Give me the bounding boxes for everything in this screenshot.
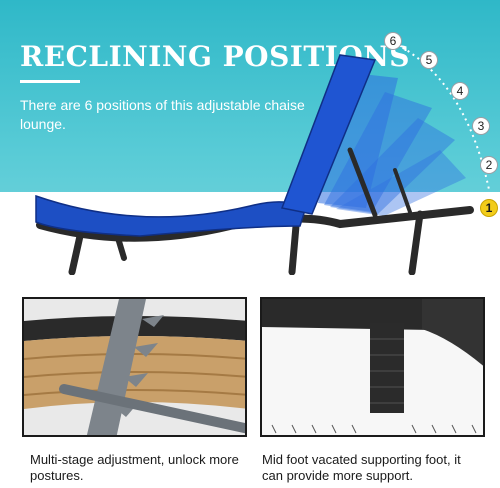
adjustment-caption: Multi-stage adjustment, unlock more post… (30, 452, 239, 483)
adjustment-latch-photo (24, 299, 245, 435)
position-marker-6: 6 (384, 32, 402, 50)
seat-cushion (35, 194, 306, 237)
position-marker-4: 4 (451, 82, 469, 100)
ghost-backrest-3 (330, 118, 455, 214)
support-foot-photo (262, 299, 483, 435)
position-marker-3: 3 (472, 117, 490, 135)
back-cushion (280, 54, 377, 215)
ghost-backrest-4 (324, 92, 432, 212)
position-arc (391, 41, 493, 206)
position-marker-2: 2 (480, 156, 498, 174)
adjustment-detail-panel (22, 297, 247, 437)
title-underline (20, 80, 80, 83)
position-marker-1: 1 (480, 199, 498, 217)
support-caption: Mid foot vacated supporting foot, it can… (262, 452, 461, 483)
hero-description: There are 6 positions of this adjustable… (20, 97, 305, 132)
reclining-positions-hero: RECLINING POSITIONS There are 6 position… (0, 0, 500, 275)
support-foot-detail-panel (260, 297, 485, 437)
position-marker-5: 5 (420, 51, 438, 69)
chaise-lounge-illustration (35, 41, 493, 275)
